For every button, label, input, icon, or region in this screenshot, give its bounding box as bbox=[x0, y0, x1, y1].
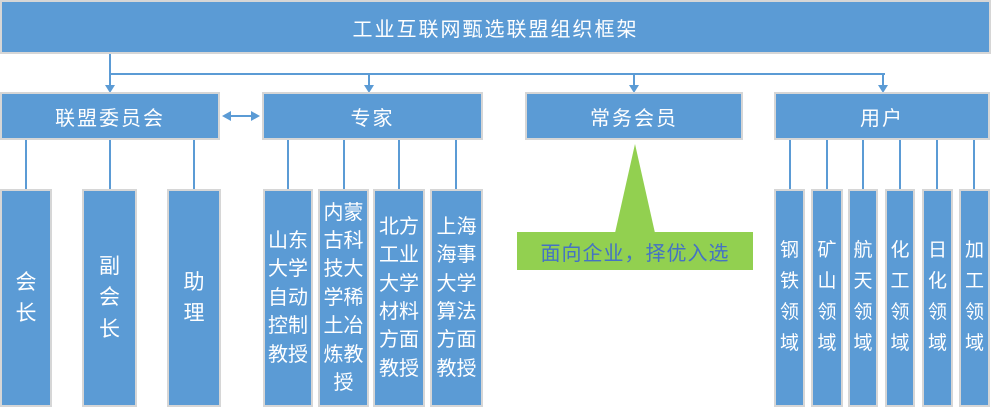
connector-line bbox=[193, 140, 195, 189]
standing-members-box: 常务会员 bbox=[525, 92, 743, 140]
down-arrow-icon bbox=[105, 85, 115, 93]
expert-column: 内蒙 古科 技大 学稀 土冶 炼教 授 bbox=[318, 189, 369, 407]
committee-member-column: 副 会 长 bbox=[82, 189, 137, 407]
connector-line bbox=[789, 140, 791, 189]
expert-column: 山东 大学 自动 控制 教授 bbox=[263, 189, 313, 407]
connector-line bbox=[368, 74, 370, 86]
user-field-column: 钢 铁 领 域 bbox=[774, 189, 805, 407]
connector-line bbox=[398, 140, 400, 189]
connector-line bbox=[882, 74, 884, 86]
connector-line bbox=[287, 140, 289, 189]
connector-line bbox=[862, 140, 864, 189]
users-box: 用户 bbox=[774, 92, 990, 140]
user-field-column: 化 工 领 域 bbox=[885, 189, 915, 407]
right-arrowhead-icon bbox=[251, 111, 260, 121]
callout-pointer bbox=[615, 144, 655, 233]
callout-box: 面向企业，择优入选 bbox=[517, 232, 753, 270]
experts-box: 专家 bbox=[262, 92, 483, 140]
connector-line bbox=[109, 140, 111, 189]
user-field-column: 航 天 领 域 bbox=[848, 189, 878, 407]
expert-column: 上海 海事 大学 算法 方面 教授 bbox=[430, 189, 483, 407]
left-arrowhead-icon bbox=[222, 111, 231, 121]
connector-line bbox=[899, 140, 901, 189]
connector-line bbox=[936, 140, 938, 189]
committee-member-column: 会 长 bbox=[0, 189, 52, 407]
connector-line bbox=[343, 140, 345, 189]
down-arrow-icon bbox=[364, 85, 374, 93]
connector-line bbox=[826, 140, 828, 189]
committee-box: 联盟委员会 bbox=[0, 92, 220, 140]
expert-column: 北方 工业 大学 材料 方面 教授 bbox=[373, 189, 425, 407]
connector-line bbox=[455, 140, 457, 189]
trunk-line bbox=[109, 54, 111, 74]
user-field-column: 矿 山 领 域 bbox=[811, 189, 843, 407]
diagram-title: 工业互联网甄选联盟组织框架 bbox=[0, 0, 991, 54]
bidirectional-arrow-shaft bbox=[228, 115, 254, 117]
down-arrow-icon bbox=[629, 85, 639, 93]
committee-member-column: 助 理 bbox=[167, 189, 221, 407]
connector-line bbox=[25, 140, 27, 189]
distribution-line bbox=[109, 73, 885, 75]
down-arrow-icon bbox=[878, 85, 888, 93]
connector-line bbox=[973, 140, 975, 189]
connector-line bbox=[109, 74, 111, 86]
connector-line bbox=[633, 74, 635, 86]
user-field-column: 日 化 领 域 bbox=[922, 189, 953, 407]
user-field-column: 加 工 领 域 bbox=[959, 189, 990, 407]
